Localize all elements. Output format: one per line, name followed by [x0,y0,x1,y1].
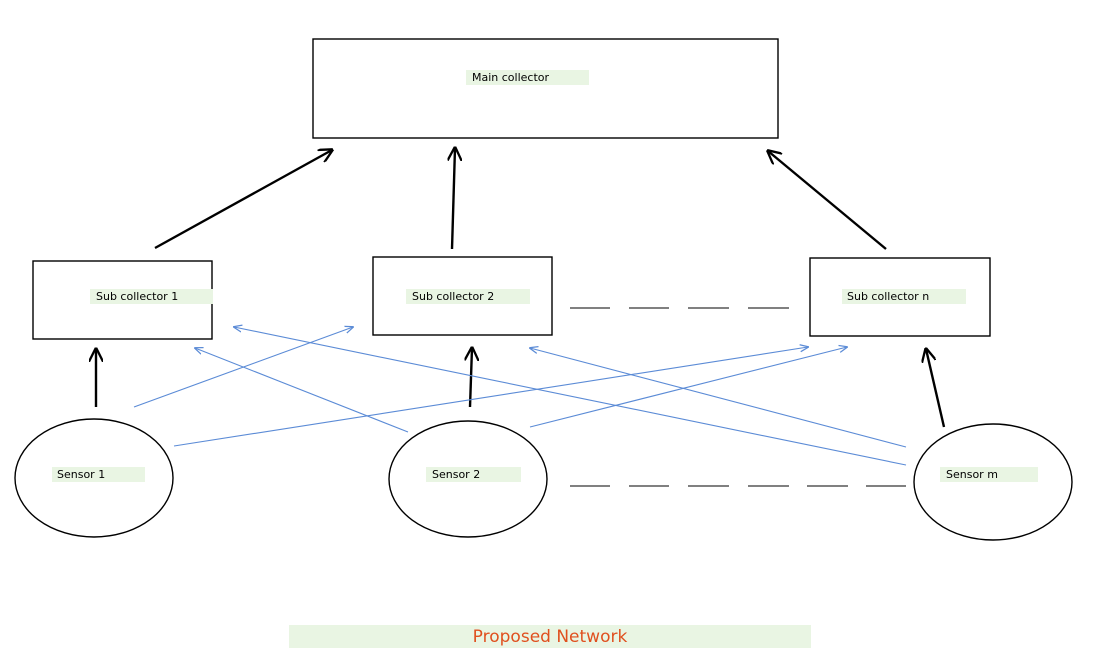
uplink-arrow-sensor2-to-sub2 [470,348,472,408]
sensor-m-label: Sensor m [946,468,998,481]
sub-collector-n-label: Sub collector n [847,290,929,303]
sub-collector-n-node: Sub collector n [809,257,991,337]
sub-collector-1-label: Sub collector 1 [96,290,178,303]
sub-collector-2-label: Sub collector 2 [412,290,494,303]
sensor-2-label: Sensor 2 [432,468,480,481]
cross-link-sensor2-to-subn [529,347,847,428]
cross-link-sensorm-to-sub2 [530,348,907,448]
caption-title: Proposed Network [473,627,628,647]
sensor-m-node: Sensor m [913,423,1073,541]
sensor-m-label-highlight [940,467,1038,482]
diagram-caption: Proposed Network [289,625,811,648]
sub-collector-2-label-highlight [406,289,530,304]
sensor-1-label-highlight [52,467,145,482]
sensor-1-node: Sensor 1 [14,418,174,538]
uplink-arrow-subn-to-main [768,151,887,250]
sub-collector-n-label-highlight [842,289,966,304]
cross-link-sensor1-to-subn [173,347,808,447]
main-collector-box [312,38,779,139]
main-collector-node: Main collector [312,38,779,139]
sensor-2-node: Sensor 2 [388,420,548,538]
sub-collector-2-node: Sub collector 2 [372,256,553,336]
sensor-1-label: Sensor 1 [57,468,105,481]
sub-collector-1-node: Sub collector 1 [32,260,213,340]
caption-highlight [289,625,811,648]
sensor-2-label-highlight [426,467,521,482]
sub-collector-1-label-highlight [90,289,213,304]
cross-link-sensorm-to-sub1 [234,327,907,466]
main-collector-label: Main collector [472,71,550,84]
cross-link-sensor2-to-sub1 [195,348,409,433]
uplink-arrow-sub2-to-main [452,148,455,250]
uplink-arrow-sensorm-to-subn [926,349,946,428]
main-collector-label-highlight [466,70,589,85]
uplink-arrow-sub1-to-main [154,150,332,250]
